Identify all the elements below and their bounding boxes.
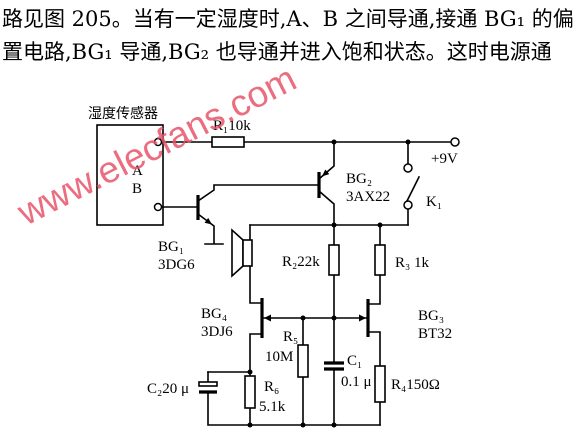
junction-dot [300,315,306,321]
resistor-r2: R₂22k [282,244,340,276]
wire [367,224,381,305]
resistor-r1: R₁10k [211,118,251,148]
resistor-r1-body [211,136,245,148]
transistor-bg3-name: BG₃ [418,308,444,324]
humidity-sensor-box [96,124,164,226]
transistor-bg4-model: 3DJ6 [201,324,233,340]
transistor-bg4: BG₄ 3DJ6 [201,298,271,340]
resistor-r4-body [374,365,386,403]
resistor-r4: R₄150Ω [374,365,440,403]
switch-k1-contact-bottom [403,200,413,210]
junction-dot [377,222,383,228]
transistor-bg1: BG₁ 3DG6 [158,195,212,273]
wire [317,189,335,226]
wire [367,331,381,426]
terminal-b-label: B [132,181,142,197]
resistor-r6-value: 5.1k [259,399,286,415]
transistor-bg4-name: BG₄ [201,306,227,322]
junction-dot [331,315,337,321]
capacitor-c1-value: 0.1 μ [341,374,372,390]
terminal-a-label: A [132,163,143,179]
junction-dot [331,422,337,428]
switch-k1-contact-top [403,163,413,173]
resistor-r5-name: R₅ [283,329,298,345]
transistor-bg2: BG₂ 3AX22 [317,169,390,205]
paragraph-line-1: 路见图 205。当有一定湿度时,A、B 之间导通,接通 BG₁ 的偏 [2,7,574,31]
wire [207,333,263,377]
paragraph-line-2: 置电路,BG₁ 导通,BG₂ 也导通并进入饱和状态。这时电源通 [2,40,552,64]
resistor-r6-body [244,375,256,409]
wire [196,212,224,245]
wire [196,184,320,203]
transistor-bg2-model: 3AX22 [346,189,390,205]
junction-dot [247,369,253,375]
capacitor-c2-plate-top [198,381,218,387]
resistor-r2-body [328,244,340,276]
humidity-sensor-label: 湿度传感器 [88,105,158,122]
resistor-r5: R₅ 10M [265,329,309,378]
transistor-bg3-gate-arrow [359,314,366,322]
resistor-r1-label: R₁10k [213,118,251,134]
wire [207,371,381,426]
resistor-r5-value: 10M [265,349,293,365]
capacitor-c2: C₂20 μ [147,381,218,397]
humidity-sensor: 湿度传感器 A B [88,105,164,226]
junction-dot [405,139,411,145]
resistor-r6: R₆ 5.1k [244,375,286,415]
junction-dot [331,139,337,145]
speaker-body [242,239,253,267]
junction-dot [331,222,337,228]
transistor-bg3: BG₃ BT32 [359,299,452,342]
transistor-bg1-model: 3DG6 [158,257,195,273]
resistor-r2-label: R₂22k [282,254,320,270]
resistor-r4-label: R₄150Ω [391,377,440,393]
resistor-r3-body [374,244,386,276]
junction-dot [247,422,253,428]
junction-dot [300,422,306,428]
resistor-r3-label: R₃ 1k [395,255,429,271]
supply-terminal [450,137,460,147]
transistor-bg4-gate-arrow [264,314,271,322]
terminal-a [153,137,163,147]
resistor-r5-body [297,344,309,378]
transistor-bg2-name: BG₂ [346,171,372,187]
speaker-cone [231,228,244,278]
circuit-wires [157,141,452,426]
switch-k1: K₁ [403,163,442,210]
transistor-bg1-name: BG₁ [158,239,184,255]
switch-k1-label: K₁ [426,194,442,210]
capacitor-c1-name: C₁ [347,353,362,369]
junction-dots [247,139,411,428]
capacitor-c2-label: C₂20 μ [147,381,189,397]
transistor-bg3-model: BT32 [418,326,452,342]
switch-k1-blade [405,175,421,203]
wire [249,224,263,304]
capacitor-c1: C₁ 0.1 μ [324,353,372,390]
transistor-bg1-emitter-arrow [204,217,212,225]
resistor-r3: R₃ 1k [374,244,429,276]
transistor-bg2-emitter-arrow [322,169,330,177]
supply-label: +9V [431,151,458,167]
resistor-r6-name: R₆ [264,379,279,395]
speaker [231,228,253,278]
terminal-b [153,202,163,212]
